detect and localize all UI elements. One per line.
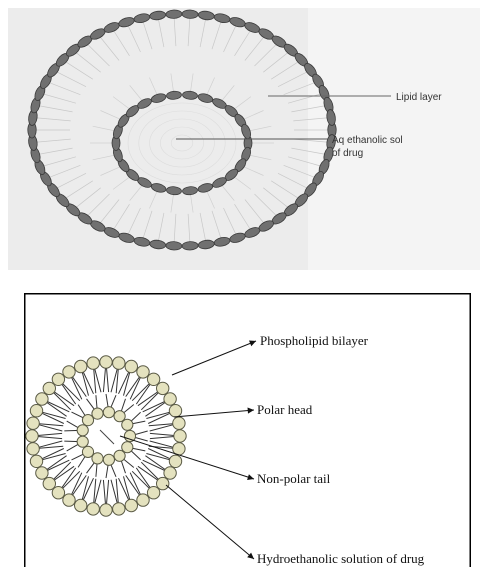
polar-head [100, 356, 112, 368]
polar-head [36, 467, 48, 479]
label-polar-head: Polar head [257, 402, 313, 417]
inner-polar-head [77, 436, 88, 447]
polar-head [137, 494, 149, 506]
polar-head [147, 487, 159, 499]
polar-head [30, 405, 42, 417]
polar-head [157, 382, 169, 394]
polar-head [113, 357, 125, 369]
label-non-polar-tail: Non-polar tail [257, 471, 331, 486]
polar-head [36, 393, 48, 405]
polar-head [169, 455, 181, 467]
lipid-bead [182, 241, 198, 250]
polar-head [52, 373, 64, 385]
polar-head [27, 417, 39, 429]
polar-head [147, 373, 159, 385]
inner-polar-head [77, 425, 88, 436]
label-hydroethanolic-solution: Hydroethanolic solution of drug [257, 551, 425, 566]
inner-polar-head [103, 407, 114, 418]
label-phospholipid-bilayer: Phospholipid bilayer [260, 333, 369, 348]
inner-polar-head [122, 419, 133, 430]
polar-head [26, 430, 38, 442]
polar-head [164, 467, 176, 479]
label-aq-ethanolic-line2: of drug [332, 148, 363, 159]
inner-polar-head [92, 453, 103, 464]
polar-head [113, 503, 125, 515]
figure-frame [25, 294, 471, 567]
liposome-photo-diagram: Lipid layer Aq ethanolic sol of drug [8, 8, 480, 270]
polar-head [30, 455, 42, 467]
polar-head [87, 357, 99, 369]
polar-head [63, 494, 75, 506]
polar-head [43, 477, 55, 489]
inner-polar-head [82, 446, 93, 457]
polar-head [63, 366, 75, 378]
lipid-bead [182, 10, 198, 19]
inner-polar-head [92, 408, 103, 419]
polar-head [75, 360, 87, 372]
polar-head [169, 405, 181, 417]
polar-head [75, 499, 87, 511]
polar-head [52, 487, 64, 499]
polar-head [87, 503, 99, 515]
polar-head [100, 504, 112, 516]
polar-head [174, 430, 186, 442]
polar-head [164, 393, 176, 405]
inner-polar-head [82, 415, 93, 426]
inner-polar-head [103, 454, 114, 465]
polar-head [43, 382, 55, 394]
inner-polar-head [114, 450, 125, 461]
lipid-bead [166, 241, 182, 250]
polar-head [173, 417, 185, 429]
polar-head [125, 499, 137, 511]
polar-head [27, 443, 39, 455]
liposome-schematic-diagram: Phospholipid bilayer Polar head Non-pola… [24, 293, 471, 567]
polar-head [137, 366, 149, 378]
polar-head [157, 477, 169, 489]
label-aq-ethanolic-line1: Aq ethanolic sol [332, 135, 403, 146]
inner-polar-head [124, 430, 135, 441]
lipid-bead [166, 10, 182, 19]
label-lipid-layer: Lipid layer [396, 92, 442, 103]
polar-head [125, 360, 137, 372]
